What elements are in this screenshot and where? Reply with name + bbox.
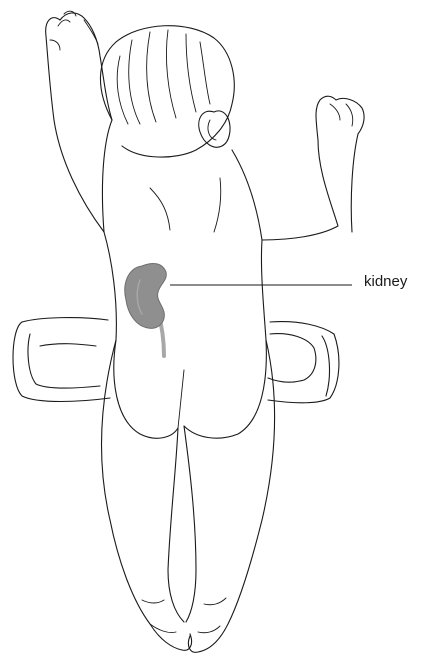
kidney-organ xyxy=(125,264,167,356)
head xyxy=(100,26,234,157)
kidney-label: kidney xyxy=(364,273,407,291)
kidney-shape xyxy=(125,264,167,329)
infant-body xyxy=(46,11,364,652)
hip-support-roll xyxy=(13,318,339,403)
right-arm xyxy=(262,96,364,240)
ear xyxy=(199,111,230,147)
right-leg xyxy=(188,340,274,652)
